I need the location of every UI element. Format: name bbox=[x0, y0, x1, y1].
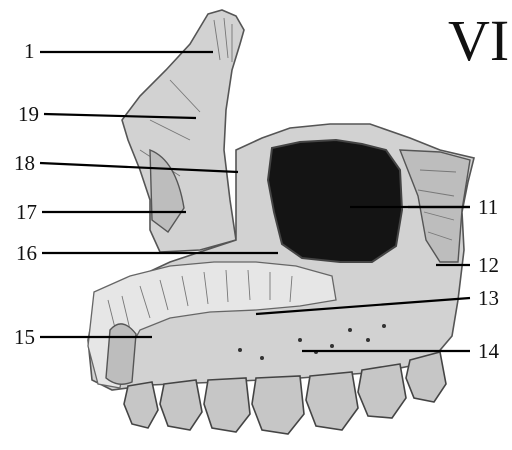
label-12: 12 bbox=[478, 253, 499, 277]
maxillary-sinus bbox=[268, 140, 402, 262]
label-1: 1 bbox=[24, 39, 35, 63]
label-13: 13 bbox=[478, 286, 499, 310]
figure-title: VI bbox=[448, 8, 509, 73]
label-14: 14 bbox=[478, 339, 500, 363]
label-11: 11 bbox=[478, 195, 498, 219]
label-17: 17 bbox=[16, 200, 37, 224]
label-15: 15 bbox=[14, 325, 35, 349]
frontal-process bbox=[122, 10, 244, 252]
label-19: 19 bbox=[18, 102, 39, 126]
maxilla-bone bbox=[88, 10, 474, 434]
label-18: 18 bbox=[14, 151, 35, 175]
label-16: 16 bbox=[16, 241, 37, 265]
